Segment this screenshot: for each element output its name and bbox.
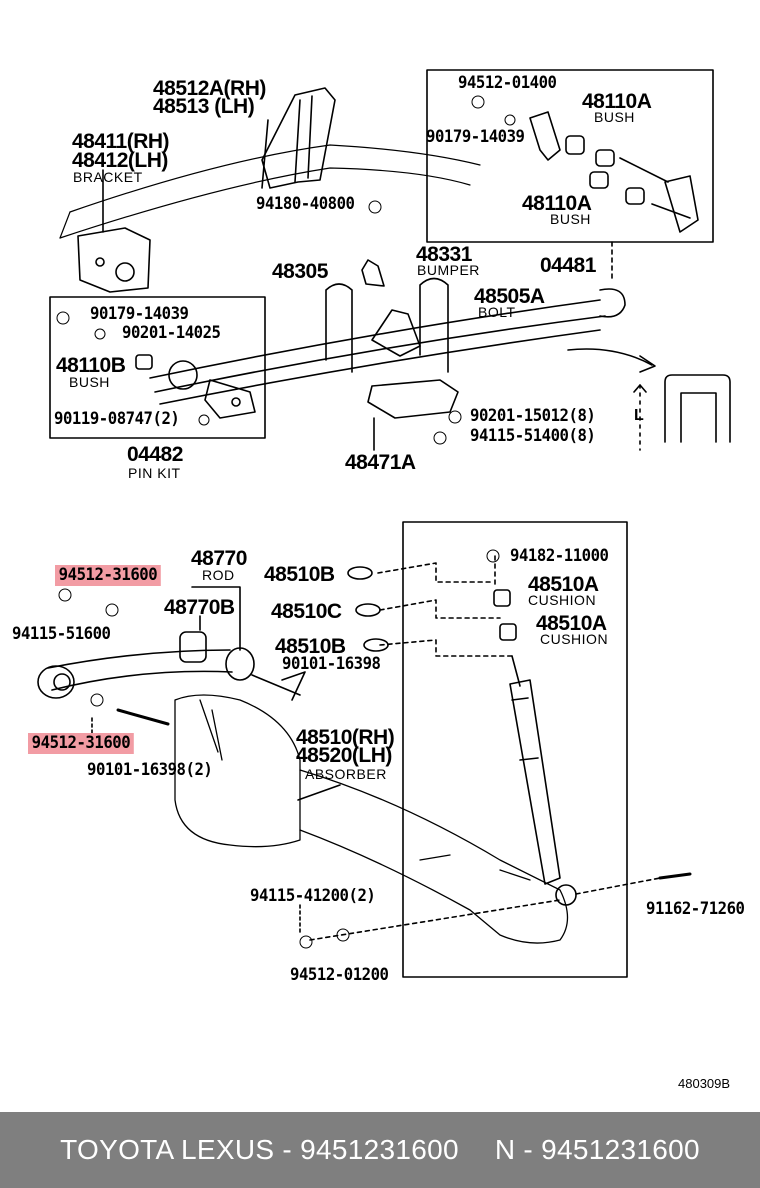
- shackle-group-box: [426, 69, 714, 243]
- label-bush-mid: BUSH: [550, 211, 591, 227]
- label-48471A: 48471A: [345, 451, 416, 474]
- label-48770B: 48770B: [164, 596, 235, 619]
- cushion-top-drawing: [493, 589, 511, 607]
- label-pin-90179-14039: 90179-14039: [90, 304, 189, 324]
- axle-housing-drawing: [174, 694, 569, 944]
- spring-bracket-drawing: [77, 227, 151, 293]
- washer-48510B-drawing: [347, 566, 373, 580]
- shock-absorber-drawing: [509, 655, 577, 906]
- label-bolt: BOLT: [478, 304, 516, 320]
- label-dimension-L: L: [634, 407, 644, 424]
- label-48412: 48412(LH): [72, 149, 168, 172]
- u-bolt-drawing: [325, 277, 449, 373]
- label-04481: 04481: [540, 254, 596, 277]
- label-94512-31600-bottom-highlighted: 94512-31600: [28, 733, 134, 754]
- label-94512-31600-top-highlighted: 94512-31600: [55, 565, 161, 586]
- label-90101-16398-right: 90101-16398: [282, 654, 381, 674]
- label-94115-51600: 94115-51600: [12, 624, 111, 644]
- washer-48510C-drawing: [355, 603, 381, 617]
- label-pin-90201-14025: 90201-14025: [122, 323, 221, 343]
- label-48510C: 48510C: [271, 600, 342, 623]
- label-90101-16398-left: 90101-16398(2): [87, 760, 213, 780]
- label-48510A-1: 48510A: [528, 573, 599, 596]
- label-90119-08747: 90119-08747(2): [54, 409, 180, 429]
- label-48770: 48770: [191, 547, 247, 570]
- label-48110A-top: 48110A: [582, 90, 652, 113]
- label-48305: 48305: [272, 260, 328, 283]
- lateral-rod-drawing: [37, 631, 301, 699]
- spring-seat-drawing: [367, 379, 459, 419]
- cushion-bottom-drawing: [499, 623, 517, 641]
- footer-text: TOYOTA LEXUS - 9451231600 N - 9451231600: [0, 1112, 760, 1188]
- label-90179-14039-top: 90179-14039: [426, 127, 525, 147]
- label-pin-kit: PIN KIT: [128, 465, 181, 481]
- label-48411: 48411(RH): [72, 130, 170, 153]
- label-48513: 48513 (LH): [153, 95, 255, 118]
- label-48510B-bottom: 48510B: [275, 635, 346, 658]
- label-04482: 04482: [127, 443, 183, 466]
- label-bush-top: BUSH: [594, 109, 635, 125]
- label-94115-41200: 94115-41200(2): [250, 886, 376, 906]
- label-cushion-1: CUSHION: [528, 592, 597, 608]
- label-rod: ROD: [202, 567, 235, 583]
- label-cushion-2: CUSHION: [540, 631, 609, 647]
- leaf-spring-drawing: [149, 288, 626, 405]
- label-48512A: 48512A(RH): [153, 77, 266, 100]
- label-pin-bush: BUSH: [69, 374, 110, 390]
- u-bolt-dimension-sketch: [664, 374, 731, 443]
- label-48510A-2: 48510A: [536, 612, 607, 635]
- label-48110B: 48110B: [56, 354, 126, 377]
- label-bumper: BUMPER: [417, 262, 480, 278]
- label-48110A-mid: 48110A: [522, 192, 592, 215]
- label-94512-01200: 94512-01200: [290, 965, 389, 985]
- label-94182-11000: 94182-11000: [510, 546, 609, 566]
- shock-absorber-box: [402, 521, 628, 978]
- pin-kit-drawing: [135, 354, 256, 419]
- diagram-code: 480309B: [678, 1076, 731, 1091]
- pin-kit-box: [49, 296, 266, 439]
- label-48510B-top: 48510B: [264, 563, 335, 586]
- part-48305-drawing: [361, 259, 385, 287]
- label-91162-71260: 91162-71260: [646, 899, 745, 919]
- hanger-bracket-drawing: [261, 87, 336, 189]
- footer-part-number-right: N - 9451231600: [494, 1134, 700, 1165]
- label-48520-lh: 48520(LH): [296, 744, 392, 767]
- footer-part-number-left: TOYOTA LEXUS - 9451231600: [60, 1134, 459, 1165]
- label-90201-15012: 90201-15012(8): [470, 406, 596, 426]
- bumper-drawing: [371, 309, 421, 357]
- label-48510-rh: 48510(RH): [296, 726, 395, 749]
- footer-bar: TOYOTA LEXUS - 9451231600 N - 9451231600: [0, 1112, 760, 1188]
- label-bracket: BRACKET: [73, 169, 143, 185]
- label-94512-01400: 94512-01400: [458, 73, 557, 93]
- label-48505A: 48505A: [474, 285, 545, 308]
- label-absorber: ABSORBER: [305, 766, 387, 782]
- shackle-drawing: [529, 111, 699, 233]
- label-94115-51400: 94115-51400(8): [470, 426, 596, 446]
- label-94180-40800: 94180-40800: [256, 194, 355, 214]
- exploded-parts-drawing: [37, 69, 731, 978]
- label-48331: 48331: [416, 243, 472, 266]
